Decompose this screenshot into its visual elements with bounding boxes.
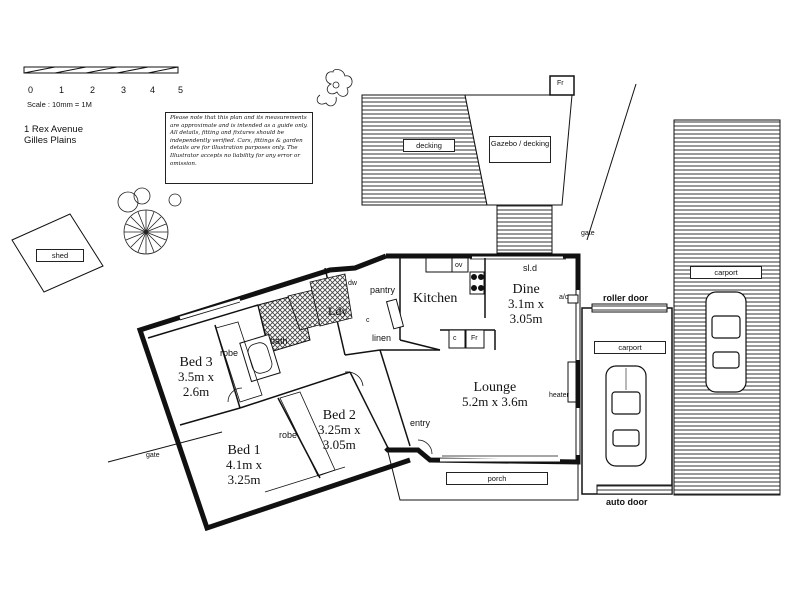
wet-areas [239,273,353,383]
scale-tick: 2 [90,85,96,95]
car-garage [605,365,647,467]
lounge-label: Lounge 5.2m x 3.6m [462,380,528,410]
pantry-label: pantry [370,285,396,295]
room-dims: 3.05m [322,436,356,452]
bath-label: bath [270,336,288,346]
laundry-label: Ldy [328,304,348,318]
room-name: Bed 3 [179,355,213,370]
porch-label: porch [446,472,548,485]
oven-label: ov [455,262,463,269]
carport-inner-label: carport [594,341,666,354]
room-name: Bed 2 [322,408,356,423]
room-name: Lounge [473,380,517,395]
carport-outer-label: carport [690,266,762,279]
house-walls [136,253,581,532]
decking-label: decking [403,139,455,152]
room-dims: 3.25m x [318,422,361,438]
bed1-label: Bed 1 4.1m x 3.25m [226,443,262,487]
room-name: Kitchen [413,291,458,306]
linen-label: linen [372,333,392,343]
dishwasher-label: dw [348,280,357,287]
room-dims: 3.25m [227,471,261,487]
room-dims: 4.1m x [226,457,263,473]
room-dims: 3.5m x [178,369,215,385]
room-dims: 3.05m [509,310,543,326]
room-dims: 2.6m [182,383,210,399]
robe-label: robe [220,348,239,358]
shed-label: shed [36,249,84,262]
scale-tick: 5 [178,85,184,95]
fridge-label: Fr [471,335,478,342]
scale-tick: 0 [28,85,34,95]
auto-door-label: auto door [606,497,648,507]
bed3-label: Bed 3 3.5m x 2.6m [178,355,214,399]
kitchen-fittings [385,257,579,403]
garden-shrubs [117,68,353,255]
address-line: Gilles Plains [24,135,77,146]
decking-area [361,75,575,254]
aircon-label: a/c [559,294,569,301]
room-dims: 5.2m x 3.6m [462,394,528,410]
heater-label: heater [549,392,569,399]
address-line: 1 Rex Avenue [24,124,83,135]
cupboard-label: c [366,317,370,324]
gazebo-label: Gazebo / decking [489,136,551,163]
room-name: Bed 1 [227,443,261,458]
scale-tick: 4 [150,85,156,95]
porch [387,451,579,501]
car-carport [705,291,747,393]
entry-label: entry [410,418,431,428]
robe-label: robe [279,430,298,440]
fridge-label: Fr [557,80,564,87]
scale-caption: Scale : 10mm = 1M [27,100,92,109]
room-name: Dine [512,282,540,297]
sliding-door-label: sl.d [523,263,538,273]
disclaimer-note: Please note that this plan and its measu… [165,112,313,184]
roller-door-label: roller door [603,293,649,303]
scale-tick: 3 [121,85,127,95]
cupboard-label: c [453,335,457,342]
scale-bar [23,66,179,74]
room-dims: 3.1m x [508,296,545,312]
gate-lines [107,83,637,463]
gate-label: gate [146,452,160,459]
kitchen-label: Kitchen [413,291,457,306]
gate-label: gate [581,230,595,237]
dine-label: Dine 3.1m x 3.05m [508,282,544,326]
robes [215,321,336,477]
scale-tick: 1 [59,85,65,95]
bed2-label: Bed 2 3.25m x 3.05m [318,408,361,452]
